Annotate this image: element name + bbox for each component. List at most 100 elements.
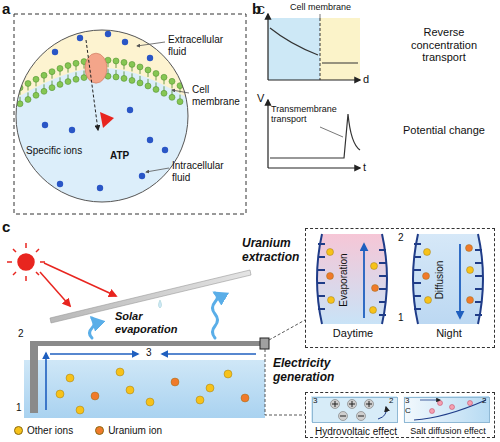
- leader-line: [146, 168, 169, 172]
- cell-illustration: [121, 75, 127, 81]
- salt-diffusion-illustration: [414, 400, 486, 420]
- binding-site: [318, 244, 482, 315]
- salt-diffusion-illustration: [403, 396, 489, 422]
- hydrovoltaic-illustration: [369, 401, 370, 407]
- graph-title: Potential change: [392, 124, 496, 137]
- binding-site: [318, 308, 325, 310]
- ion-dot: [328, 297, 335, 304]
- concentration-graph: [270, 28, 318, 55]
- effect-label: Salt diffusion effect: [397, 426, 499, 436]
- cell-illustration: [57, 81, 63, 87]
- cell-illustration: [73, 76, 79, 82]
- axis-label: V: [257, 92, 264, 105]
- binding-site: [318, 256, 325, 258]
- cell-illustration: [161, 90, 167, 96]
- cell-illustration: [41, 88, 47, 94]
- binding-site: [414, 295, 421, 297]
- ion-dot: [425, 297, 432, 304]
- cell-illustration: [113, 58, 119, 64]
- cell-illustration: [73, 60, 79, 66]
- graph-title: Reverse concentration transport: [392, 26, 496, 64]
- legend-text: Other ions: [27, 425, 73, 436]
- axis-label: C: [405, 406, 411, 415]
- process-label: Diffusion: [434, 261, 446, 300]
- potential-graph: [268, 100, 360, 168]
- cell-illustration: [16, 0, 188, 202]
- flow-arrow: [46, 353, 256, 410]
- cell-illustration: [129, 61, 135, 67]
- panel-heading: Electricity generation: [273, 357, 361, 385]
- ion-dot: [372, 285, 379, 292]
- binding-site: [414, 256, 421, 258]
- part-label: ATP: [110, 150, 129, 162]
- binding-site: [379, 249, 386, 251]
- binding-site: [475, 249, 482, 251]
- legend-swatch: [95, 426, 104, 435]
- cell-illustration: [57, 181, 63, 187]
- cell-illustration: [42, 122, 48, 128]
- condenser-plate: [50, 270, 251, 323]
- cell-outline: [16, 30, 188, 202]
- binding-site: [318, 282, 325, 284]
- legend-item: Other ions: [14, 425, 73, 436]
- ion-dot: [196, 396, 204, 404]
- flow-arrow: [45, 353, 47, 410]
- legend-swatch: [14, 426, 23, 435]
- fabric-frame: [260, 338, 269, 349]
- cell-illustration: [33, 76, 39, 82]
- night-channel: [459, 244, 461, 318]
- hydrovoltaic-illustration: [358, 416, 364, 417]
- position-number: 2: [398, 232, 404, 244]
- axis-label: t: [363, 161, 366, 174]
- sun: [18, 254, 34, 270]
- ion-dot: [56, 390, 64, 398]
- effect-box: Hydrovoltaic effect: [312, 397, 398, 423]
- fabric-frame: [30, 341, 266, 346]
- sunlight-arrow: [40, 272, 70, 306]
- leader-line: [172, 90, 189, 93]
- daytime-channel: [317, 234, 387, 324]
- ion-dot: [206, 384, 214, 392]
- potential-graph: [267, 100, 268, 168]
- cell-overlay: [86, 40, 114, 130]
- state-label: Night: [402, 327, 496, 340]
- concentration-graph: [268, 79, 360, 80]
- position-number: 1: [398, 312, 404, 324]
- daytime-channel: [317, 234, 322, 324]
- cell-illustration: [169, 78, 175, 84]
- zoom-panel: Uranium extractionEvaporationDaytimeDiff…: [305, 228, 495, 348]
- cell-illustration: [122, 39, 128, 45]
- binding-site: [475, 301, 482, 303]
- potential-graph: [268, 167, 360, 168]
- ion-dot: [116, 368, 124, 376]
- hydrovoltaic-illustration: [339, 412, 348, 421]
- cell-illustration: [49, 69, 55, 75]
- panel-heading: Uranium extraction: [242, 237, 302, 265]
- hydrovoltaic-illustration: [331, 400, 374, 421]
- sun: [25, 276, 27, 281]
- cell-illustration: [17, 101, 23, 107]
- binding-site: [379, 314, 386, 316]
- daytime-channel: [317, 234, 387, 324]
- concentration-graph: [268, 18, 320, 80]
- cell-illustration: [169, 94, 175, 100]
- cell-illustration: [162, 147, 168, 153]
- vapor-arrow: [90, 318, 95, 338]
- leader-line: [137, 42, 165, 46]
- cell-illustration: [41, 72, 47, 78]
- channel-box: EvaporationDaytime: [316, 235, 390, 325]
- sun: [36, 272, 39, 275]
- hydrovoltaic-illustration: [365, 400, 374, 409]
- cell-illustration: [147, 55, 153, 61]
- ion-dot: [467, 267, 474, 274]
- binding-site: [379, 262, 386, 264]
- cell-illustration: [77, 35, 83, 41]
- ion-dot: [466, 245, 473, 252]
- part-label: Specific ions: [26, 145, 84, 157]
- ion-dot: [371, 263, 378, 270]
- cell-illustration: [97, 185, 103, 191]
- night-channel: [413, 234, 483, 324]
- condenser-plate: [50, 270, 251, 323]
- salt-diffusion-illustration: [468, 401, 473, 406]
